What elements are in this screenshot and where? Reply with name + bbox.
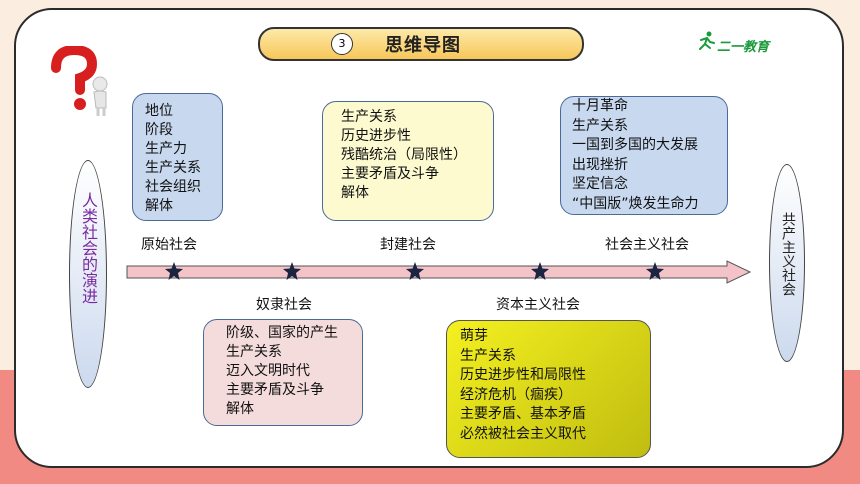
list-item: 萌芽 bbox=[460, 328, 488, 344]
list-item: 生产关系 bbox=[572, 117, 628, 134]
timeline-star-4 bbox=[531, 262, 549, 280]
right-ellipse-title: 共产主义社会 bbox=[780, 212, 796, 296]
list-item: 阶级、国家的产生 bbox=[226, 325, 338, 341]
list-item: 主要矛盾及斗争 bbox=[341, 166, 439, 182]
list-item: 阶段 bbox=[145, 122, 173, 138]
list-item: 生产关系 bbox=[226, 344, 282, 360]
box-primitive-society: 地位 阶段 生产力 生产关系 社会组织 解体 bbox=[132, 93, 223, 221]
question-mark-figure-icon bbox=[51, 46, 108, 116]
list-item: “中国版”焕发生命力 bbox=[572, 195, 699, 212]
list-item: 坚定信念 bbox=[572, 176, 628, 192]
timeline-star-2 bbox=[283, 262, 301, 280]
list-item: 解体 bbox=[341, 185, 369, 201]
list-item: 解体 bbox=[145, 198, 173, 214]
list-item: 出现挫折 bbox=[572, 156, 628, 173]
stage-label-socialist: 社会主义社会 bbox=[605, 237, 689, 253]
runner-icon bbox=[699, 31, 715, 50]
list-item: 一国到多国的大发展 bbox=[572, 137, 698, 153]
stage-label-feudal: 封建社会 bbox=[380, 237, 436, 253]
list-item: 社会组织 bbox=[145, 179, 201, 195]
stage-label-primitive: 原始社会 bbox=[141, 237, 197, 253]
list-item: 生产关系 bbox=[145, 160, 201, 176]
list-item: 解体 bbox=[226, 401, 254, 417]
list-item: 迈入文明时代 bbox=[226, 363, 310, 379]
list-item: 生产力 bbox=[145, 141, 187, 157]
list-item: 十月革命 bbox=[572, 98, 628, 114]
box-feudal-society: 生产关系 历史进步性 残酷统治（局限性） 主要矛盾及斗争 解体 bbox=[322, 101, 494, 221]
timeline-star-1 bbox=[165, 262, 183, 280]
list-item: 残酷统治（局限性） bbox=[341, 147, 467, 163]
title-pill bbox=[258, 27, 584, 61]
box-capitalist-society: 萌芽 生产关系 历史进步性和局限性 经济危机（痼疾） 主要矛盾、基本矛盾 必然被… bbox=[446, 320, 651, 458]
list-item: 生产关系 bbox=[341, 109, 397, 125]
right-ellipse bbox=[769, 164, 805, 362]
list-item: 主要矛盾及斗争 bbox=[226, 382, 324, 398]
page-title: 思维导图 bbox=[385, 35, 461, 56]
list-item: 历史进步性和局限性 bbox=[460, 367, 586, 383]
list-item: 主要矛盾、基本矛盾 bbox=[460, 406, 586, 422]
list-item: 经济危机（痼疾） bbox=[460, 386, 572, 403]
stage-label-slave: 奴隶社会 bbox=[256, 297, 312, 313]
logo-text: 二一教育 bbox=[717, 40, 770, 55]
slide-panel bbox=[14, 8, 844, 468]
list-item: 生产关系 bbox=[460, 347, 516, 364]
box-socialist-society: 十月革命 生产关系 一国到多国的大发展 出现挫折 坚定信念 “中国版”焕发生命力 bbox=[560, 96, 728, 215]
left-ellipse bbox=[69, 160, 107, 388]
title-number: 3 bbox=[331, 33, 353, 55]
left-ellipse-title: 人类社会的演进 bbox=[79, 192, 98, 304]
list-item: 地位 bbox=[145, 103, 173, 119]
timeline-star-5 bbox=[646, 262, 664, 280]
stage-label-capitalist: 资本主义社会 bbox=[496, 297, 580, 313]
box-slave-society: 阶级、国家的产生 生产关系 迈入文明时代 主要矛盾及斗争 解体 bbox=[203, 319, 363, 426]
list-item: 必然被社会主义取代 bbox=[460, 425, 586, 442]
list-item: 历史进步性 bbox=[341, 128, 411, 144]
timeline-star-3 bbox=[406, 262, 424, 280]
